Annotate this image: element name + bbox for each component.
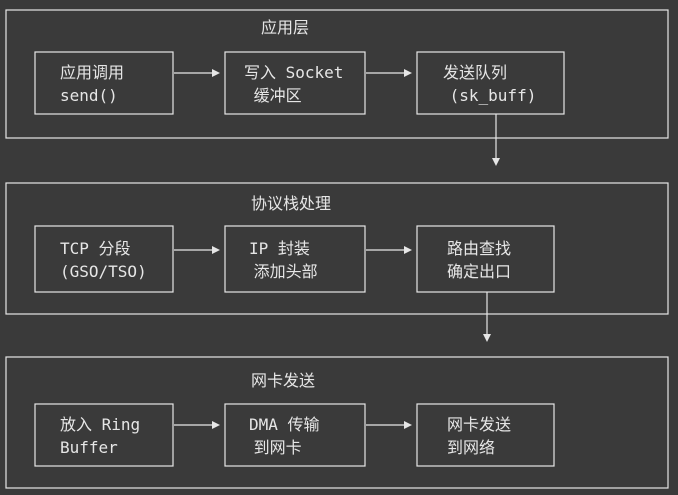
layer-frame-protocol [5, 182, 669, 315]
box-ring-buffer-line2: Buffer [60, 438, 118, 457]
box-tcp-segment [34, 225, 174, 293]
box-route-lookup-line2: 确定出口 [447, 262, 512, 281]
box-nic-send-line1: 网卡发送 [447, 415, 512, 434]
box-socket-buffer [224, 51, 366, 115]
arrow-socket-to-queue [366, 69, 412, 77]
arrow-layer1-to-layer2 [492, 114, 500, 166]
arrow-dma-to-nic [366, 421, 412, 429]
box-dma-line1: DMA 传输 [249, 415, 320, 434]
box-app-send [34, 51, 174, 115]
box-route-lookup-line1: 路由查找 [447, 239, 512, 258]
box-app-send-line1: 应用调用 [60, 63, 125, 82]
box-ip-encap-line1: IP 封装 [249, 239, 310, 258]
box-tcp-segment-line2: (GSO/TSO) [60, 262, 147, 281]
layer-frame-nic [5, 356, 669, 489]
box-dma-line2: 到网卡 [244, 438, 302, 457]
box-nic-send-line2: 到网络 [447, 438, 496, 457]
arrow-layer2-to-layer3 [483, 292, 491, 342]
box-tcp-segment-line1: TCP 分段 [60, 239, 131, 258]
arrow-app-to-socket [174, 69, 220, 77]
box-socket-buffer-line1: 写入 Socket [244, 63, 344, 82]
layer-title-nic: 网卡发送 [251, 371, 316, 390]
box-app-send-line2: send() [60, 86, 118, 105]
box-send-queue [416, 51, 565, 115]
box-send-queue-line1: 发送队列 [443, 63, 508, 82]
box-dma [224, 403, 366, 467]
box-ip-encap [224, 225, 366, 293]
box-socket-buffer-line2: 缓冲区 [244, 86, 302, 105]
arrow-ring-to-dma [174, 421, 220, 429]
box-ip-encap-line2: 添加头部 [244, 262, 318, 281]
arrow-tcp-to-ip [174, 246, 220, 254]
layer-frame-application [5, 9, 669, 139]
box-send-queue-line2: (sk_buff) [440, 86, 537, 105]
box-nic-send [416, 403, 555, 467]
box-ring-buffer-line1: 放入 Ring [60, 415, 141, 434]
box-route-lookup [416, 225, 555, 293]
layer-title-protocol: 协议栈处理 [251, 194, 332, 213]
box-ring-buffer [34, 403, 174, 467]
layer-title-application: 应用层 [261, 18, 310, 37]
arrow-ip-to-route [366, 246, 412, 254]
